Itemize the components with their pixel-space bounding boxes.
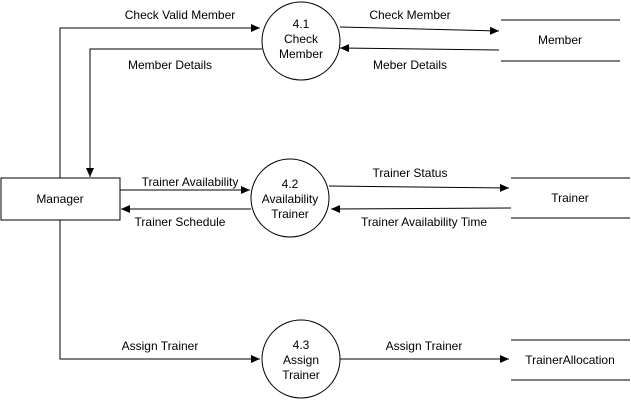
flow-member-details[interactable]: Member Details (86, 48, 262, 177)
process-4-3[interactable]: 4.3 Assign Trainer (261, 319, 341, 399)
flow-trainer-availability-time[interactable]: Trainer Availability Time (330, 204, 512, 229)
store-member-label: Member (538, 33, 582, 47)
flow-meber-details-label: Meber Details (373, 58, 447, 72)
flow-trainer-availability[interactable]: Trainer Availability (120, 175, 250, 194)
store-trainer[interactable]: Trainer (511, 177, 630, 219)
flow-trainer-status-label: Trainer Status (373, 166, 448, 180)
flow-check-valid-member[interactable]: Check Valid Member (59, 8, 260, 178)
process-4-1-line1: Check (284, 32, 319, 46)
process-4-2-id: 4.2 (282, 177, 299, 191)
flow-meber-details[interactable]: Meber Details (339, 44, 500, 72)
process-4-3-line2: Trainer (282, 368, 320, 382)
flow-assign-trainer-to-process-label: Assign Trainer (122, 339, 199, 353)
flow-trainer-schedule[interactable]: Trainer Schedule (121, 205, 251, 229)
flow-trainer-availability-time-label: Trainer Availability Time (361, 215, 487, 229)
store-member[interactable]: Member (501, 19, 620, 62)
process-4-2[interactable]: 4.2 Availability Trainer (250, 158, 330, 238)
entity-manager[interactable]: Manager (0, 177, 121, 221)
flow-check-valid-member-label: Check Valid Member (125, 8, 235, 22)
flow-trainer-status[interactable]: Trainer Status (328, 166, 510, 192)
store-trainer-allocation[interactable]: TrainerAllocation (511, 339, 630, 381)
entity-manager-label: Manager (36, 192, 83, 206)
flow-check-member[interactable]: Check Member (339, 8, 500, 35)
flow-assign-trainer-to-store[interactable]: Assign Trainer (340, 339, 509, 363)
flow-assign-trainer-to-process[interactable]: Assign Trainer (59, 220, 260, 363)
flow-assign-trainer-to-store-label: Assign Trainer (386, 339, 463, 353)
process-4-3-id: 4.3 (293, 338, 310, 352)
flow-trainer-schedule-label: Trainer Schedule (135, 215, 226, 229)
process-4-2-line2: Trainer (271, 207, 309, 221)
store-trainer-label: Trainer (551, 191, 589, 205)
process-4-1-id: 4.1 (293, 17, 310, 31)
flow-check-member-label: Check Member (369, 8, 450, 22)
flow-member-details-label: Member Details (128, 58, 212, 72)
process-4-1-line2: Member (279, 47, 323, 61)
flow-trainer-availability-label: Trainer Availability (142, 175, 239, 189)
process-4-3-line1: Assign (283, 353, 319, 367)
store-trainer-allocation-label: TrainerAllocation (525, 353, 615, 367)
process-4-2-line1: Availability (262, 192, 318, 206)
process-4-1[interactable]: 4.1 Check Member (261, 1, 341, 81)
